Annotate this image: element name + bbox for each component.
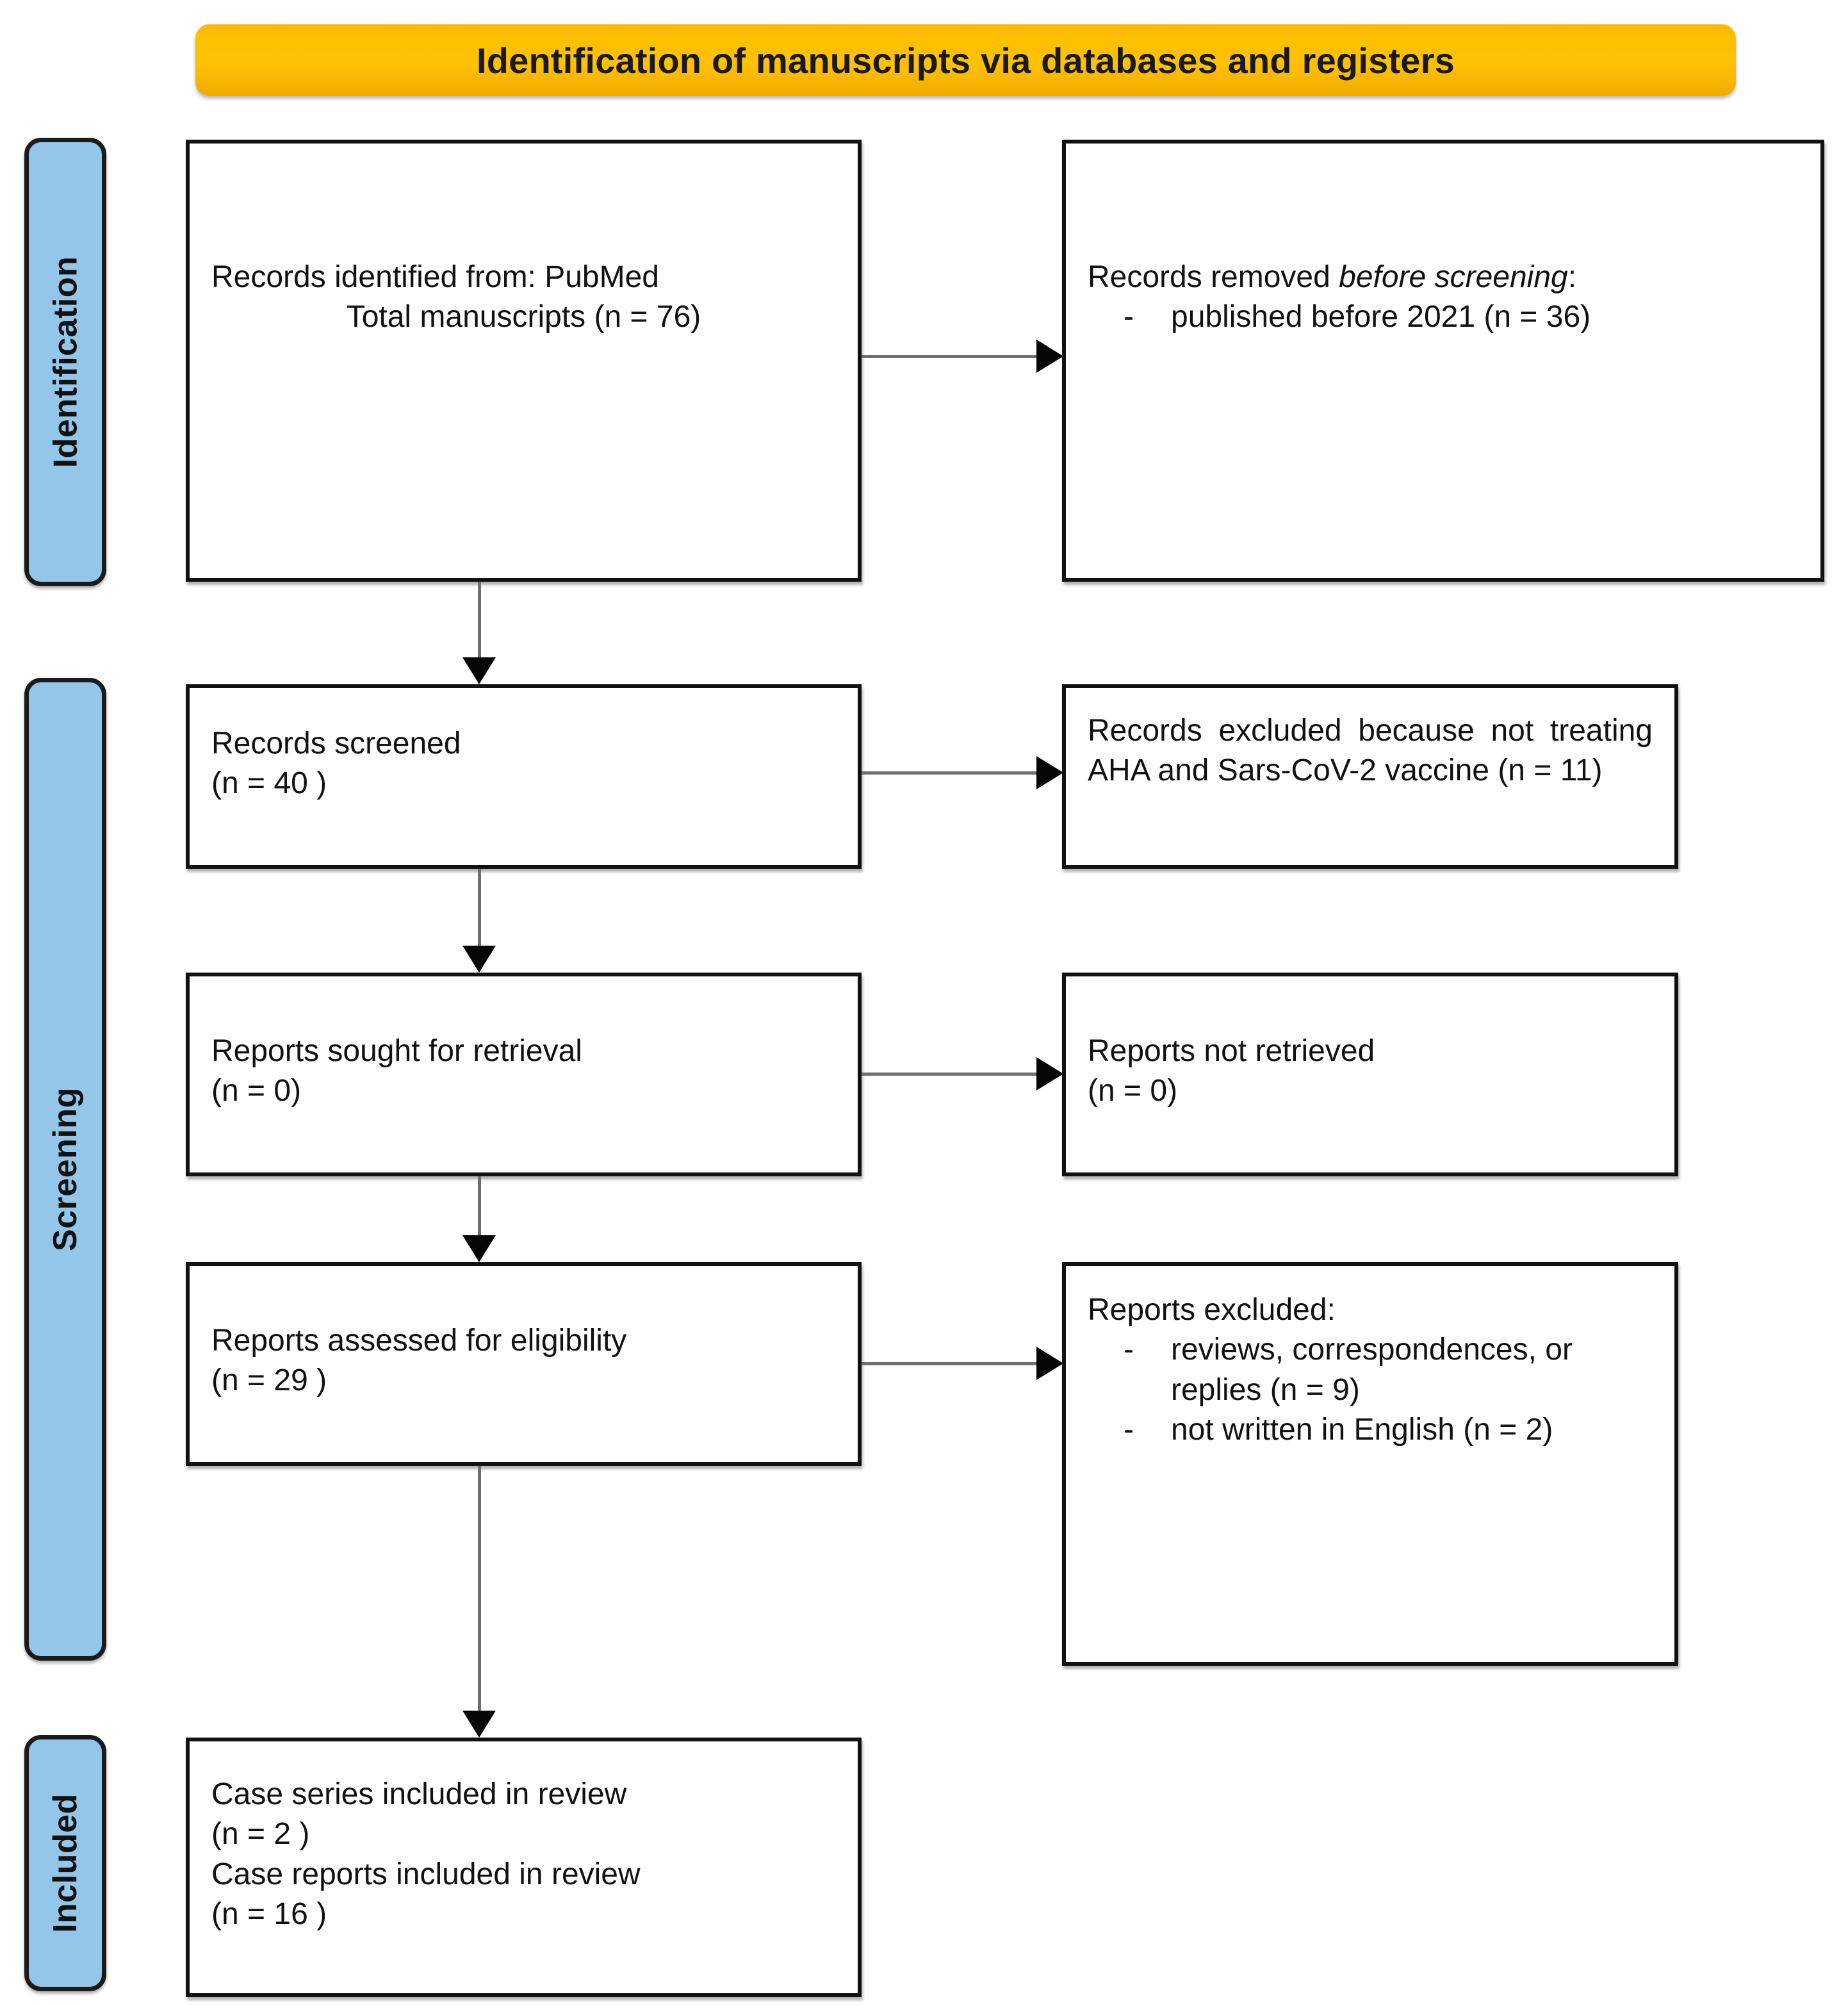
records-identified-line-2: Total manuscripts (n = 76) (346, 300, 701, 334)
box-reports-assessed-content: Reports assessed for eligibility (n = 29… (190, 1321, 858, 1401)
box-reports-sought-content: Reports sought for retrieval (n = 0) (190, 1032, 858, 1112)
right-arrow-icon-sought-to-not-retrieved (862, 1056, 1063, 1092)
arrow-head (462, 1235, 496, 1262)
reports-not-retrieved-line-2: (n = 0) (1088, 1074, 1178, 1108)
bullet-dash-icon: - (1124, 1333, 1134, 1367)
records-removed-heading-italic: before screening (1339, 260, 1568, 294)
included-line-1: Case series included in review (211, 1777, 627, 1811)
stage-label-identification-text: Identification (47, 256, 84, 468)
included-line-3: Case reports included in review (211, 1857, 641, 1891)
box-records-screened-content: Records screened (n = 40 ) (190, 724, 858, 804)
down-arrow-icon-screened-to-sought (460, 869, 498, 973)
diagram-banner: Identification of manuscripts via databa… (195, 24, 1736, 96)
down-arrow-icon-assessed-to-included (460, 1466, 498, 1738)
bullet-dash-icon: - (1124, 300, 1134, 334)
records-identified-line-1: Records identified from: PubMed (211, 260, 659, 294)
reports-excluded-heading: Reports excluded: (1088, 1293, 1336, 1327)
stage-label-included-text: Included (47, 1793, 85, 1933)
box-records-removed-content: Records removed before screening: - publ… (1066, 258, 1820, 338)
box-reports-excluded: Reports excluded: - reviews, corresponde… (1062, 1262, 1678, 1666)
reports-sought-line-1: Reports sought for retrieval (211, 1034, 582, 1068)
arrow-shaft (862, 1073, 1038, 1076)
down-arrow-icon-identified-to-screened (460, 582, 498, 684)
list-item: - published before 2021 (n = 36) (1088, 297, 1799, 337)
bullet-dash-icon: - (1124, 1413, 1134, 1447)
reports-excluded-bullet-1: reviews, correspondences, or replies (n … (1171, 1333, 1573, 1407)
arrow-shaft (478, 582, 481, 657)
box-records-screened: Records screened (n = 40 ) (186, 684, 862, 869)
arrow-shaft (478, 869, 481, 946)
box-studies-included: Case series included in review (n = 2 ) … (186, 1738, 862, 1997)
reports-assessed-line-2: (n = 29 ) (211, 1363, 327, 1398)
arrow-shaft (862, 771, 1038, 775)
banner-title: Identification of manuscripts via databa… (477, 40, 1455, 81)
reports-not-retrieved-line-1: Reports not retrieved (1088, 1034, 1375, 1068)
records-removed-bullet-1: published before 2021 (n = 36) (1171, 300, 1591, 334)
box-records-identified-content: Records identified from: PubMed Total ma… (190, 258, 858, 338)
arrow-head (1036, 340, 1063, 373)
box-reports-sought: Reports sought for retrieval (n = 0) (186, 973, 862, 1176)
box-reports-not-retrieved-content: Reports not retrieved (n = 0) (1066, 1032, 1674, 1112)
arrow-shaft (478, 1466, 481, 1711)
records-removed-heading: Records removed before screening: (1088, 258, 1799, 297)
box-records-excluded-content: Records excluded because not treating AH… (1066, 711, 1674, 791)
records-removed-heading-prefix: Records removed (1088, 260, 1339, 294)
arrow-head (1036, 1347, 1063, 1380)
included-line-2: (n = 2 ) (211, 1817, 310, 1852)
reports-sought-line-2: (n = 0) (211, 1074, 302, 1108)
records-excluded-text: Records excluded because not treating AH… (1088, 714, 1653, 788)
down-arrow-icon-sought-to-assessed (460, 1176, 498, 1262)
stage-label-identification: Identification (24, 138, 106, 586)
reports-excluded-bullet-list: - reviews, correspondences, or replies (… (1088, 1330, 1653, 1450)
box-reports-not-retrieved: Reports not retrieved (n = 0) (1062, 973, 1678, 1176)
arrow-shaft (862, 1362, 1038, 1365)
arrow-shaft (478, 1176, 481, 1235)
arrow-shaft (862, 355, 1038, 358)
box-records-excluded: Records excluded because not treating AH… (1062, 684, 1678, 869)
stage-label-screening: Screening (24, 678, 106, 1661)
right-arrow-icon-identified-to-removed (862, 338, 1063, 374)
arrow-head (462, 946, 496, 973)
arrow-head (1036, 1057, 1063, 1090)
box-records-removed: Records removed before screening: - publ… (1062, 140, 1824, 582)
list-item: - reviews, correspondences, or replies (… (1088, 1330, 1653, 1410)
records-removed-heading-suffix: : (1567, 260, 1577, 294)
box-reports-assessed: Reports assessed for eligibility (n = 29… (186, 1262, 862, 1466)
box-studies-included-content: Case series included in review (n = 2 ) … (190, 1775, 858, 1935)
stage-label-included: Included (24, 1735, 106, 1991)
reports-assessed-line-1: Reports assessed for eligibility (211, 1324, 627, 1358)
arrow-head (462, 1711, 496, 1738)
arrow-head (1036, 756, 1063, 789)
records-removed-bullet-list: - published before 2021 (n = 36) (1088, 297, 1799, 337)
box-records-identified: Records identified from: PubMed Total ma… (186, 140, 862, 582)
records-screened-line-1: Records screened (211, 727, 461, 760)
box-reports-excluded-content: Reports excluded: - reviews, corresponde… (1066, 1290, 1674, 1451)
right-arrow-icon-assessed-to-excluded (862, 1345, 1063, 1381)
records-screened-line-2: (n = 40 ) (211, 766, 327, 801)
list-item: - not written in English (n = 2) (1088, 1410, 1653, 1450)
reports-excluded-bullet-2: not written in English (n = 2) (1171, 1413, 1553, 1447)
right-arrow-icon-screened-to-excluded (862, 755, 1063, 791)
arrow-head (462, 657, 496, 684)
stage-label-screening-text: Screening (47, 1087, 85, 1251)
included-line-4: (n = 16 ) (211, 1897, 327, 1932)
